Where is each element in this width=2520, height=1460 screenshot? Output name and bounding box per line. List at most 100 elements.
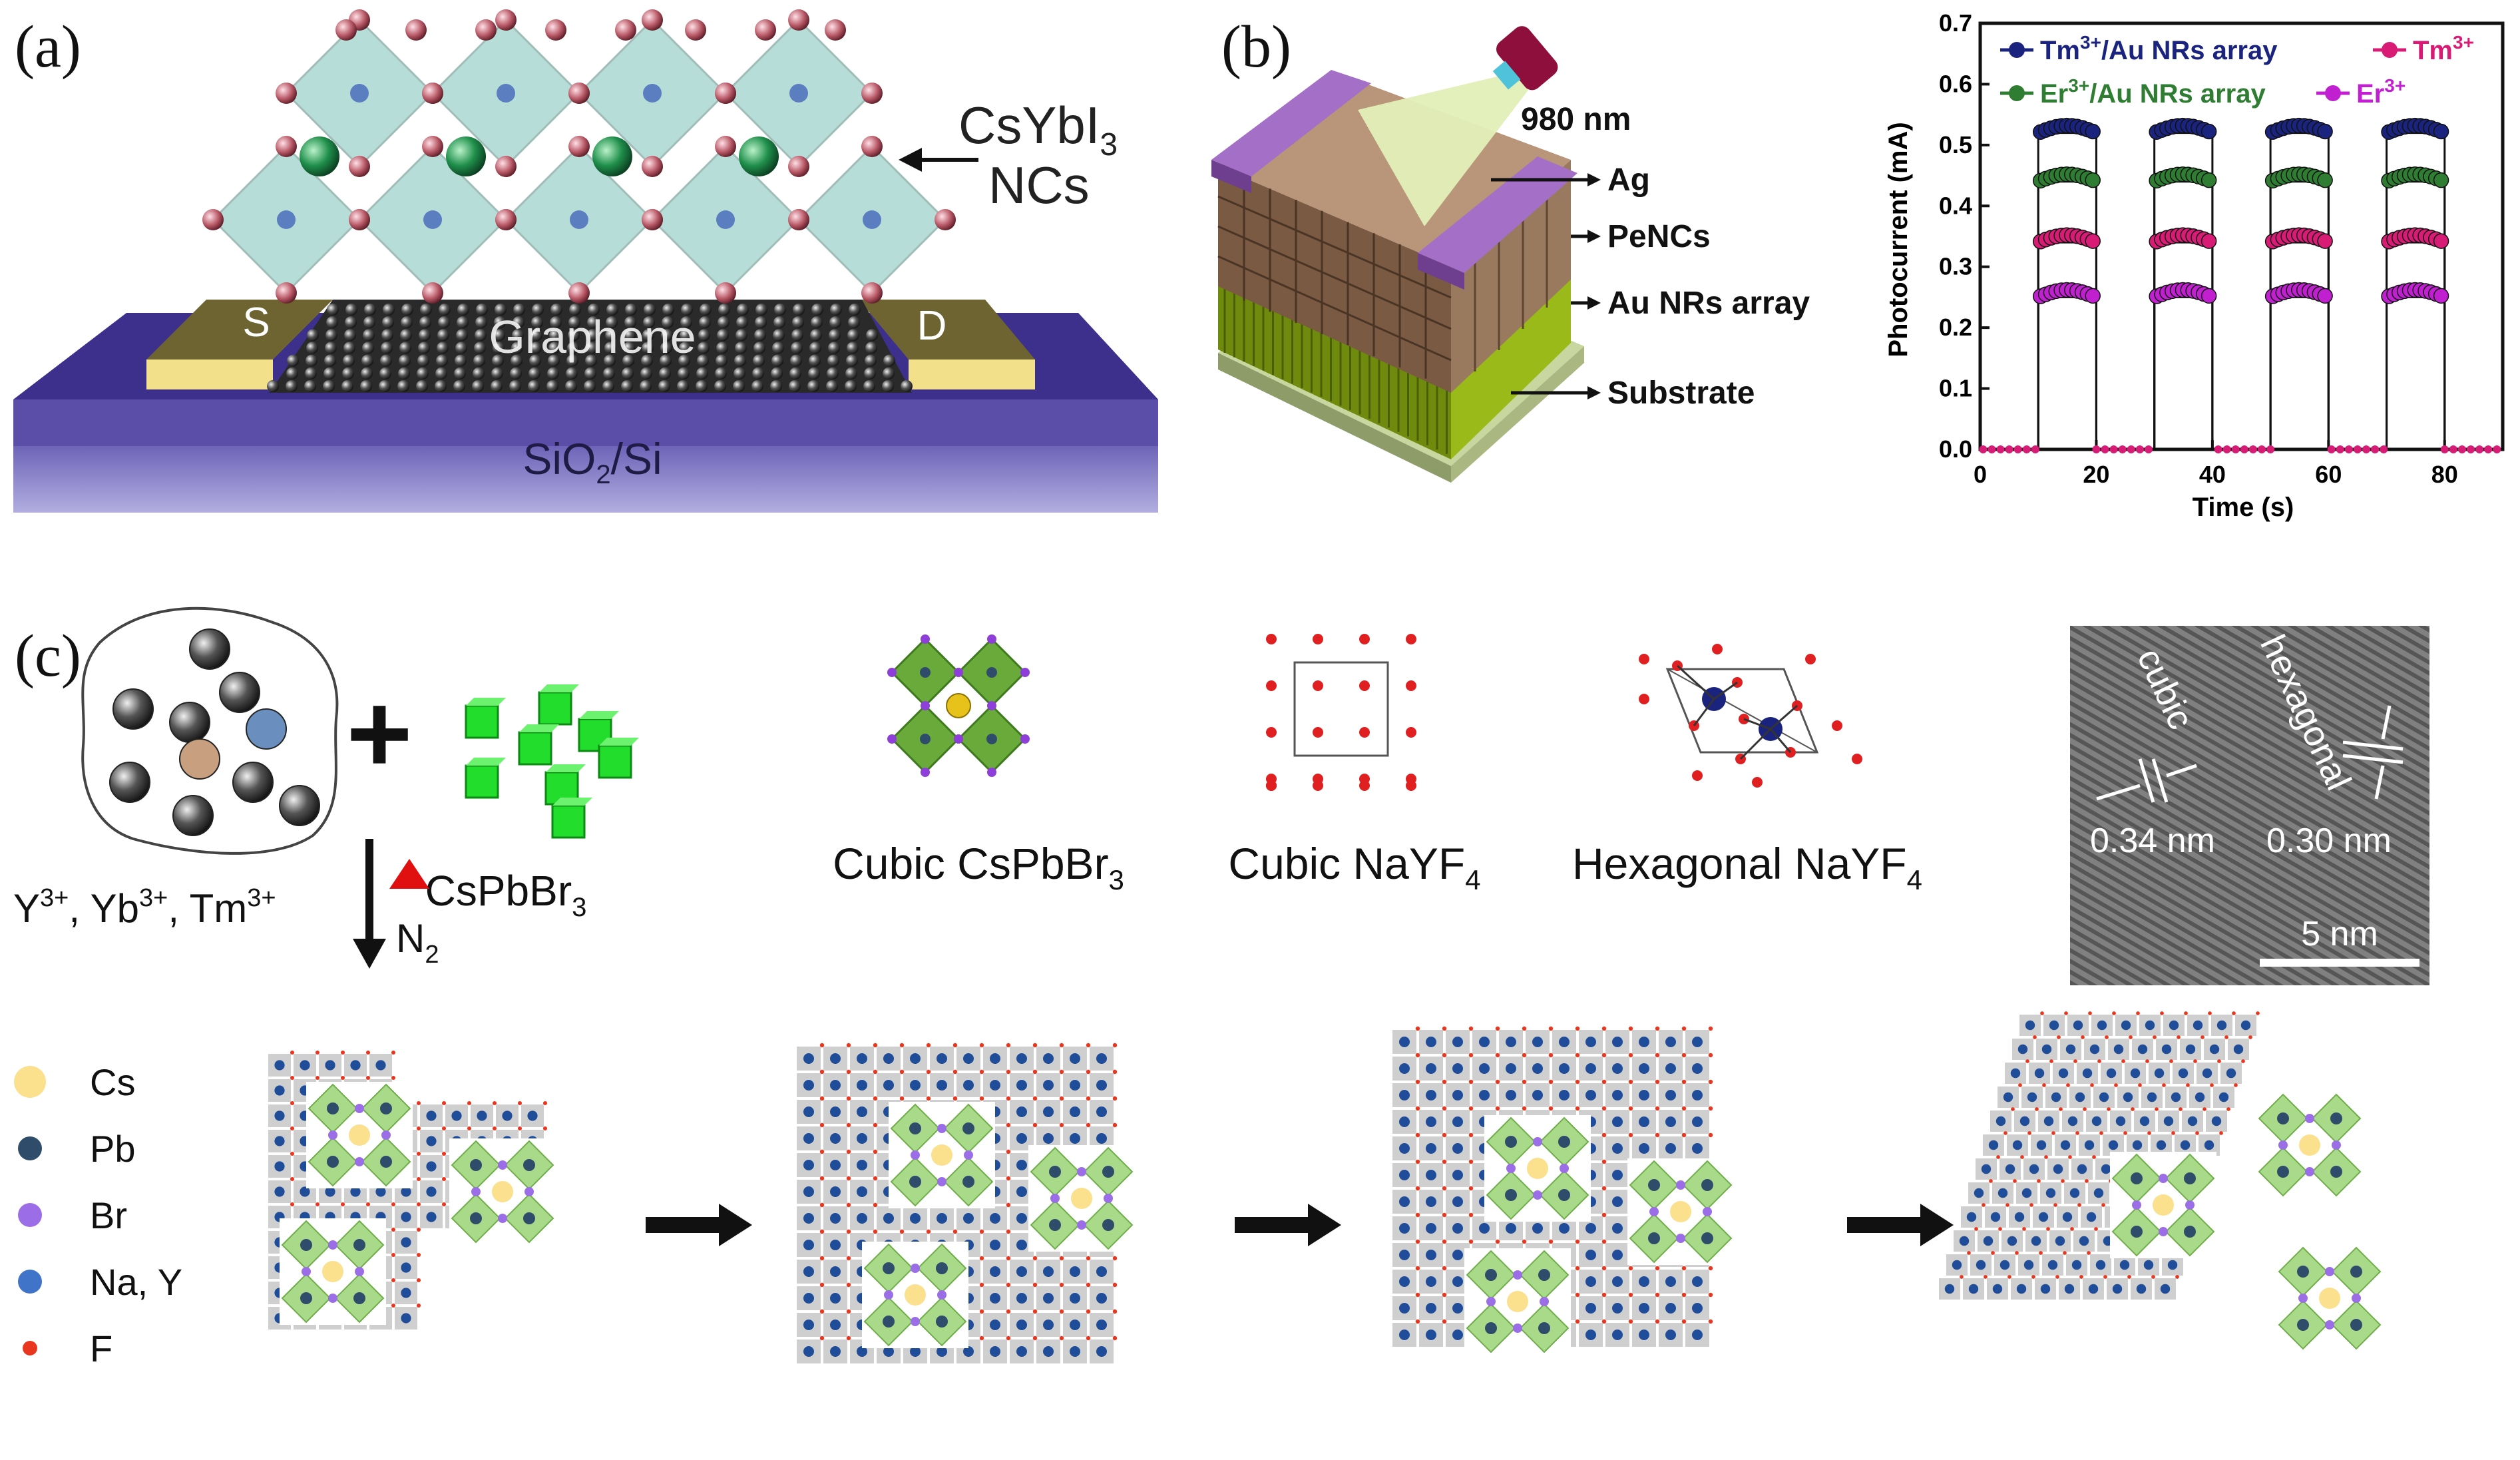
lattice-site bbox=[426, 1212, 437, 1222]
lattice-site bbox=[1399, 1276, 1410, 1287]
pencs-side bbox=[1451, 160, 1571, 393]
carbon-atom bbox=[457, 304, 469, 316]
lattice-site bbox=[937, 1346, 947, 1357]
lattice-site bbox=[2047, 1260, 2058, 1270]
cspbbr3-cubes bbox=[465, 684, 639, 839]
carbon-atom bbox=[475, 316, 487, 329]
f-site bbox=[2035, 1107, 2039, 1111]
f-site bbox=[846, 1149, 851, 1154]
carbon-atom bbox=[286, 380, 298, 392]
carbon-atom bbox=[379, 367, 391, 379]
carbon-atom bbox=[584, 367, 596, 379]
lattice-site bbox=[1016, 1080, 1027, 1091]
pb-atom bbox=[962, 1176, 974, 1188]
carbon-atom bbox=[511, 354, 523, 367]
f-site bbox=[1601, 1212, 1607, 1218]
lattice-site bbox=[1532, 1090, 1543, 1100]
cell-diagonal bbox=[1667, 668, 1818, 753]
f-site bbox=[2025, 1059, 2029, 1063]
br-atom bbox=[328, 1294, 337, 1303]
lattice-site bbox=[1639, 1276, 1649, 1287]
lattice-site bbox=[2017, 1044, 2028, 1055]
carbon-atom bbox=[550, 316, 562, 329]
y-tick-label: 0.5 bbox=[1939, 131, 1972, 158]
f-site bbox=[1628, 1079, 1633, 1085]
lattice-site bbox=[2137, 1044, 2148, 1055]
lattice-site bbox=[963, 1053, 974, 1064]
f-site bbox=[1681, 1079, 1687, 1085]
yb-atom bbox=[350, 84, 369, 103]
lattice-site bbox=[1665, 1330, 1676, 1340]
pb-atom bbox=[1049, 1166, 1061, 1178]
tem-overlay bbox=[2070, 626, 2429, 985]
br-atom bbox=[1533, 1137, 1542, 1146]
au-nrs-rods bbox=[1223, 286, 1448, 454]
laser-source-icon bbox=[1492, 26, 1558, 91]
lattice-site bbox=[1999, 1260, 2010, 1270]
br-atom bbox=[1077, 1167, 1086, 1176]
f-site bbox=[290, 1100, 295, 1106]
lattice-site bbox=[1426, 1090, 1436, 1100]
carbon-atom bbox=[473, 367, 485, 379]
x-tick-label: 20 bbox=[2083, 461, 2109, 488]
f-site bbox=[340, 1050, 345, 1055]
lattice-site bbox=[2106, 1068, 2117, 1079]
pb-atom bbox=[920, 667, 931, 678]
f-site bbox=[819, 1043, 825, 1048]
lattice-site bbox=[1016, 1320, 1027, 1330]
f-site bbox=[2153, 1035, 2157, 1039]
br-atom bbox=[471, 1187, 481, 1196]
f-site bbox=[2136, 1011, 2140, 1015]
f-site bbox=[2162, 1083, 2166, 1087]
cspbbr3-label: CsPbBr3 bbox=[425, 867, 587, 922]
f-site bbox=[819, 1229, 825, 1234]
off-point bbox=[2022, 445, 2031, 453]
f-site bbox=[2103, 1275, 2107, 1279]
lattice-site bbox=[1043, 1053, 1054, 1064]
pencs-grid bbox=[1217, 177, 1548, 379]
f-site bbox=[873, 1043, 878, 1048]
off-point bbox=[2467, 445, 2475, 453]
lattice-site bbox=[1070, 1106, 1080, 1117]
carbon-atom bbox=[491, 380, 503, 392]
lattice-site bbox=[2112, 1284, 2123, 1294]
bond bbox=[1739, 728, 1772, 760]
lattice-site bbox=[830, 1106, 841, 1117]
iodine-atom bbox=[861, 136, 883, 157]
pb-atom bbox=[1558, 1136, 1570, 1148]
carbon-atom bbox=[718, 316, 730, 329]
cs-atom bbox=[349, 1124, 370, 1146]
lattice-site bbox=[937, 1213, 947, 1224]
f-site bbox=[1442, 1212, 1447, 1218]
reaction-arrowhead bbox=[353, 939, 386, 969]
f-site bbox=[1575, 1079, 1580, 1085]
lattice-site bbox=[1665, 1037, 1676, 1047]
lattice-site bbox=[1968, 1284, 1979, 1294]
carbon-atom bbox=[345, 304, 357, 316]
lattice-site bbox=[1399, 1250, 1410, 1260]
carbon-atom bbox=[770, 380, 782, 392]
lattice-site bbox=[1399, 1170, 1410, 1180]
f-site bbox=[2029, 1203, 2033, 1207]
cubic-cspbbr3-structure bbox=[887, 634, 1030, 777]
lattice-site bbox=[1612, 1116, 1623, 1127]
series-point bbox=[2433, 172, 2449, 188]
lattice-site bbox=[2043, 1116, 2054, 1126]
carbon-atom bbox=[752, 367, 764, 379]
f-site bbox=[467, 1100, 472, 1106]
lattice-site bbox=[1990, 1212, 2001, 1222]
lattice-site bbox=[2067, 1116, 2078, 1126]
br-atom bbox=[921, 634, 930, 644]
lattice-site bbox=[1452, 1143, 1463, 1154]
series-point bbox=[2201, 233, 2217, 249]
f-site bbox=[1601, 1319, 1607, 1324]
f-site bbox=[846, 1256, 851, 1261]
lattice-site bbox=[1506, 1037, 1516, 1047]
series-point bbox=[2201, 288, 2217, 304]
f-site bbox=[2064, 1011, 2068, 1015]
lattice-site bbox=[1479, 1063, 1490, 1074]
carbon-atom bbox=[438, 316, 450, 329]
f-site bbox=[1601, 1239, 1607, 1244]
lattice-site bbox=[2202, 1068, 2212, 1079]
f-site bbox=[1006, 1256, 1011, 1261]
